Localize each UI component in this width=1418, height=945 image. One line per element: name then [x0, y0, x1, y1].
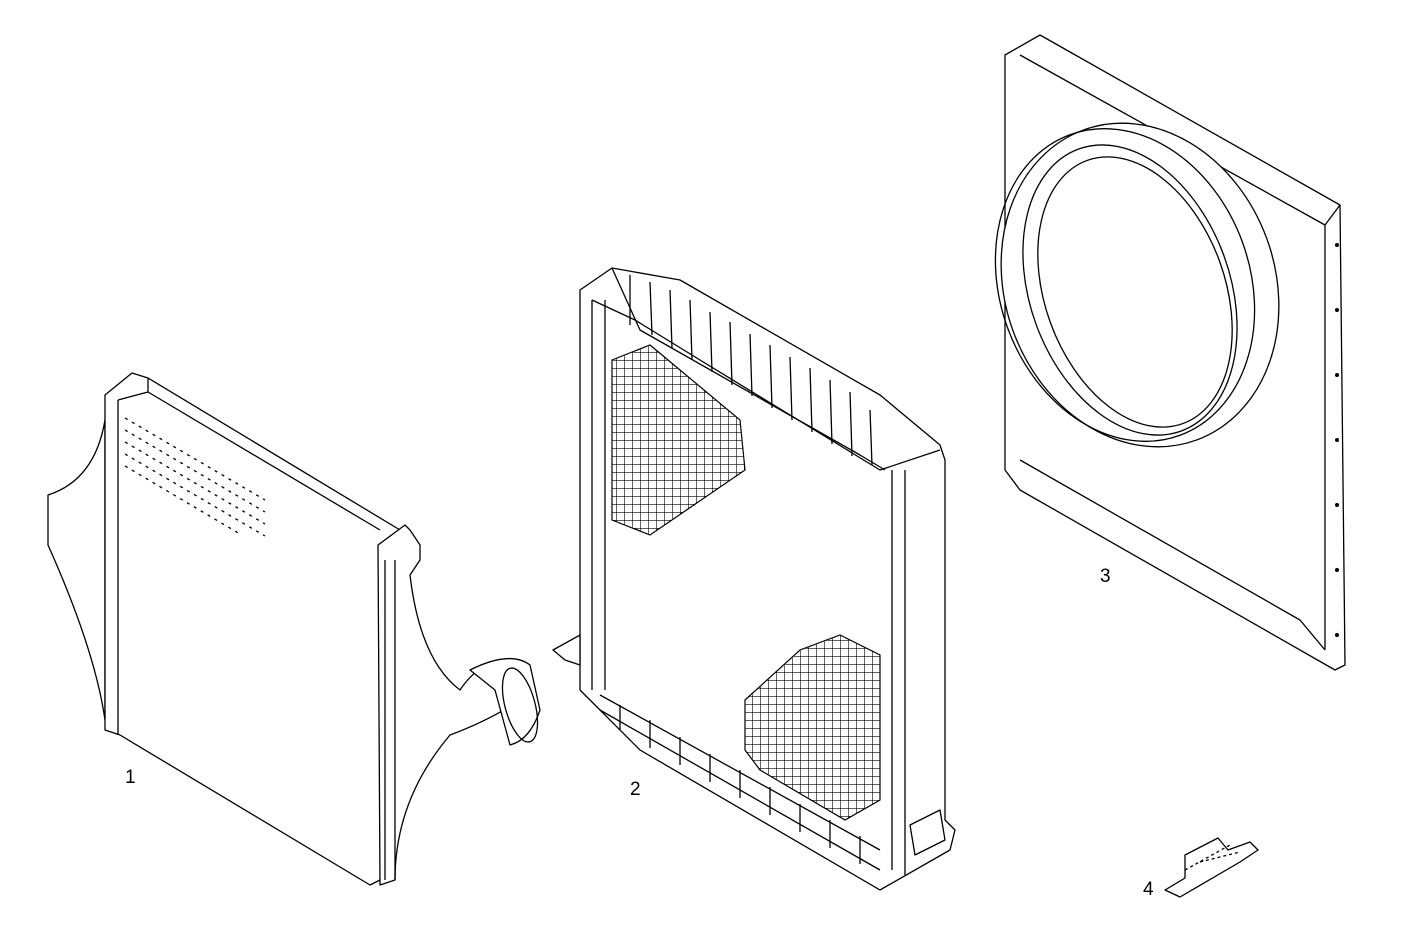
part-2-radiator	[552, 267, 956, 891]
mesh-upper	[611, 344, 746, 536]
bottom-tank-ribs	[599, 694, 881, 871]
part-3-fan-shroud	[994, 34, 1346, 671]
mesh-lower	[744, 634, 881, 821]
part-label-3: 3	[1100, 566, 1111, 587]
louver-slots	[124, 417, 266, 537]
part-4-bracket	[1164, 837, 1259, 898]
top-tank-ribs	[629, 275, 873, 466]
mount-bracket	[552, 634, 581, 666]
part-label-2: 2	[630, 779, 641, 800]
part-1-intercooler	[47, 372, 541, 886]
mounting-holes	[1335, 243, 1339, 637]
part-label-4: 4	[1143, 879, 1154, 900]
part-label-1: 1	[125, 767, 136, 788]
